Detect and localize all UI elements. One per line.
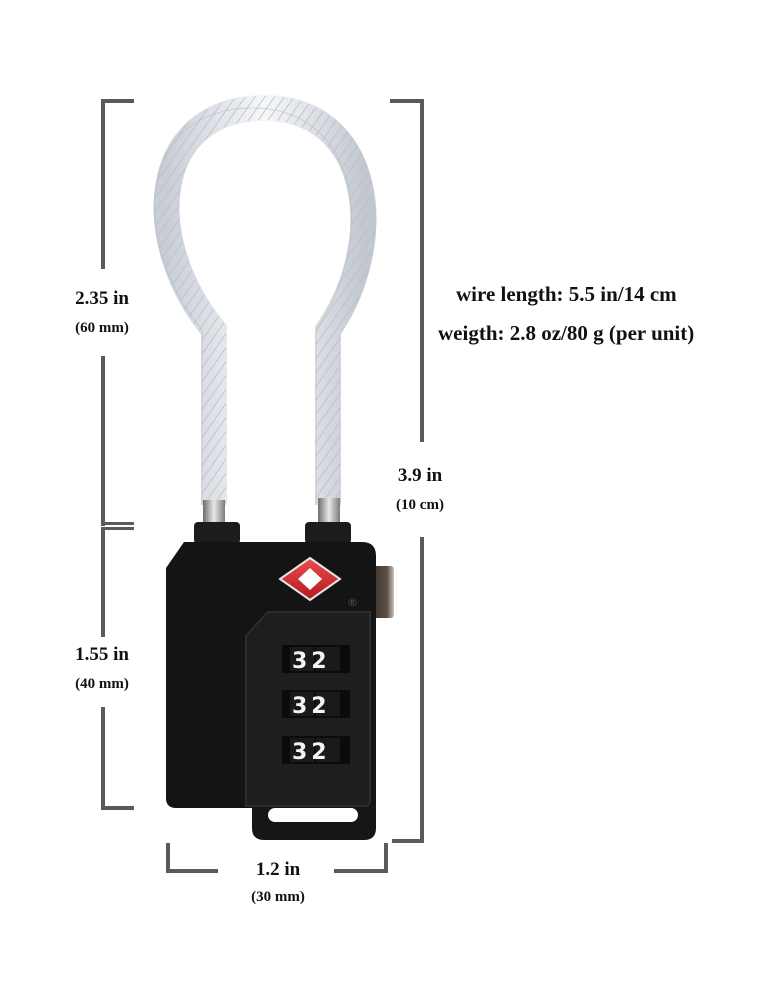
total-height-imperial: 3.9 in bbox=[397, 465, 443, 486]
combination-dials: 32 32 32 bbox=[282, 645, 350, 765]
svg-text:®: ® bbox=[347, 596, 358, 609]
dial-3: 32 bbox=[292, 740, 331, 765]
total-height-label: 3.9 in (10 cm) bbox=[370, 464, 470, 516]
body-height-metric: (40 mm) bbox=[75, 676, 129, 692]
width-imperial: 1.2 in bbox=[255, 859, 301, 880]
cable-height-imperial: 2.35 in bbox=[75, 288, 129, 309]
dial-2: 32 bbox=[292, 694, 331, 719]
weight-spec: weigth: 2.8 oz/80 g (per unit) bbox=[438, 321, 695, 345]
total-height-metric: (10 cm) bbox=[396, 497, 444, 513]
body-height-imperial: 1.55 in bbox=[75, 644, 129, 665]
width-metric: (30 mm) bbox=[251, 889, 305, 905]
cable-height-metric: (60 mm) bbox=[75, 320, 129, 336]
cable-height-label: 2.35 in (60 mm) bbox=[52, 287, 152, 339]
wire-length-spec: wire length: 5.5 in/14 cm bbox=[456, 282, 677, 306]
width-label: 1.2 in (30 mm) bbox=[228, 858, 328, 908]
steel-cable bbox=[153, 94, 377, 505]
dial-1: 32 bbox=[292, 649, 331, 674]
body-height-label: 1.55 in (40 mm) bbox=[52, 643, 152, 695]
tsa-logo-icon bbox=[278, 556, 342, 602]
